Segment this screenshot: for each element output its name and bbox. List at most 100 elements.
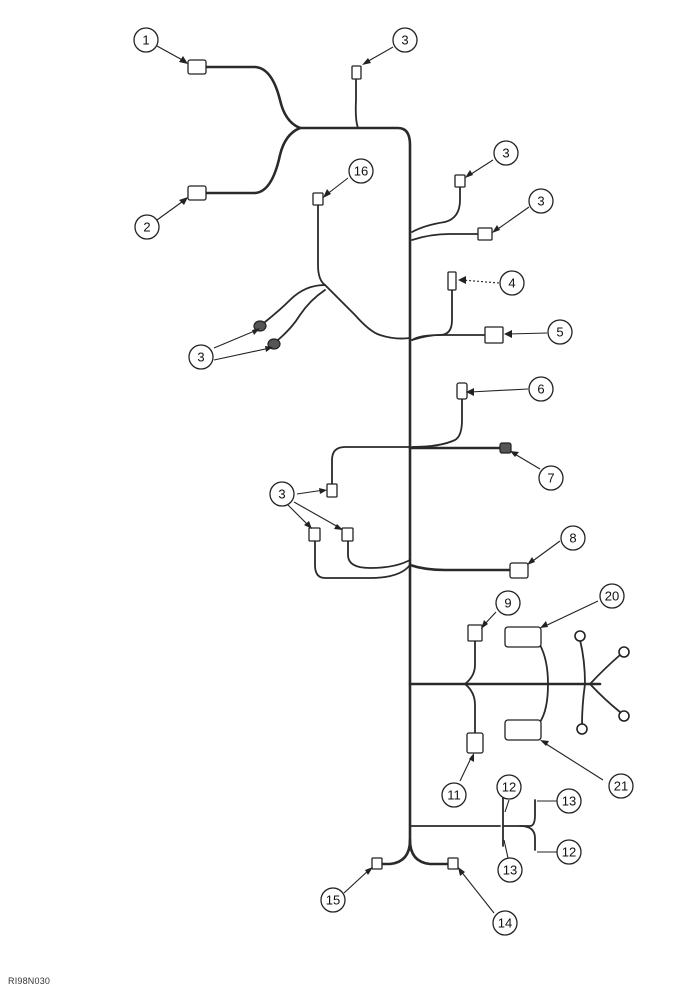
branch-to-connector-5 bbox=[411, 334, 486, 341]
callout-7: 7 bbox=[538, 465, 564, 491]
callout-3d-label: 3 bbox=[197, 350, 204, 365]
branch-to-connector-8 bbox=[408, 563, 512, 572]
ring-terminal-lower bbox=[576, 723, 588, 735]
leader-20-arrow bbox=[540, 621, 548, 628]
branch-to-connector-3-right-lower bbox=[411, 233, 479, 241]
callout-3b-label: 3 bbox=[502, 146, 509, 161]
branch-to-left-connector-3-upper bbox=[331, 446, 411, 487]
leader-21-arrow bbox=[540, 740, 549, 746]
callout-6: 6 bbox=[528, 376, 554, 402]
callout-1: 1 bbox=[133, 27, 159, 53]
callout-13a-label: 13 bbox=[562, 794, 576, 809]
leader-3d-upper bbox=[213, 329, 258, 349]
leader-20 bbox=[542, 600, 599, 628]
connector-3-top-shape bbox=[351, 65, 362, 80]
leader-16-arrow bbox=[323, 189, 331, 198]
leader-3b-arrow bbox=[465, 170, 473, 178]
leader-3e-mid-arrow bbox=[334, 524, 343, 530]
main-trunk-wire bbox=[298, 126, 412, 866]
callout-3c: 3 bbox=[528, 188, 554, 214]
connector-3-right-upper-shape bbox=[454, 174, 466, 188]
callout-4-label: 4 bbox=[508, 276, 515, 291]
branch-to-ring-terminal-lower bbox=[581, 683, 586, 726]
callout-12b-label: 12 bbox=[562, 845, 576, 860]
leader-3c-arrow bbox=[492, 225, 500, 233]
callout-21-label: 21 bbox=[614, 779, 628, 794]
callout-14-label: 14 bbox=[498, 916, 512, 931]
leader-16 bbox=[325, 177, 349, 196]
leader-6 bbox=[469, 388, 529, 393]
branch-to-left-connector-3-far bbox=[314, 539, 411, 579]
branch-to-connector-1 bbox=[203, 65, 302, 130]
connector-8-shape bbox=[509, 562, 529, 579]
branch-to-connector-20 bbox=[539, 644, 549, 685]
callout-12a: 12 bbox=[496, 774, 522, 800]
harness-wires bbox=[203, 65, 621, 866]
callout-5-label: 5 bbox=[556, 325, 563, 340]
branch-to-connector-21 bbox=[539, 683, 549, 723]
branch-to-connector-4 bbox=[411, 289, 453, 341]
leader-8 bbox=[529, 540, 561, 564]
ring-terminal-lower-right bbox=[618, 710, 630, 722]
callout-2: 2 bbox=[134, 214, 160, 240]
branch-to-ring-terminal-lower-right bbox=[589, 683, 621, 713]
callout-3a-label: 3 bbox=[401, 33, 408, 48]
leader-3d-lower-arrow bbox=[265, 346, 273, 352]
connector-1-shape bbox=[187, 59, 207, 75]
branch-to-connector-2 bbox=[203, 126, 302, 195]
callout-8: 8 bbox=[560, 525, 586, 551]
callout-13b: 13 bbox=[497, 857, 523, 883]
leader-4 bbox=[461, 279, 500, 284]
leader-11 bbox=[459, 755, 473, 782]
leader-3e-left-arrow bbox=[304, 521, 312, 529]
callout-11: 11 bbox=[441, 782, 467, 808]
leader-15 bbox=[343, 868, 371, 894]
callout-3e-label: 3 bbox=[278, 487, 285, 502]
callout-2-label: 2 bbox=[143, 220, 150, 235]
connector-3-left-lower-shape bbox=[267, 338, 281, 350]
leader-3a bbox=[364, 46, 394, 64]
callout-3d: 3 bbox=[188, 344, 214, 370]
callout-9: 9 bbox=[495, 590, 521, 616]
leader-3d-lower bbox=[213, 347, 271, 361]
branch-to-connector-16 bbox=[317, 204, 411, 340]
branch-to-left-connectors-3-lower bbox=[277, 289, 326, 341]
connector-3-left-upper-shape bbox=[253, 320, 267, 332]
leader-3c bbox=[494, 206, 530, 232]
ring-terminal-upper-right bbox=[618, 646, 630, 658]
branch-to-connector-11 bbox=[464, 683, 476, 736]
leader-7 bbox=[512, 452, 541, 470]
branch-to-left-connector-3-mid bbox=[347, 539, 411, 569]
connector-7-shape bbox=[499, 442, 512, 454]
connector-3-mid-left-shape bbox=[326, 483, 338, 498]
branch-to-connector-6 bbox=[411, 397, 463, 448]
callout-3a: 3 bbox=[392, 27, 418, 53]
leader-lines bbox=[156, 45, 604, 914]
leader-14-arrow bbox=[458, 867, 465, 876]
callout-16-label: 16 bbox=[354, 164, 368, 179]
connector-11-shape bbox=[466, 732, 484, 754]
connector-3-lower-mid-shape bbox=[341, 527, 354, 542]
branch-to-left-connectors-3 bbox=[264, 284, 326, 323]
leader-4-arrow bbox=[458, 276, 466, 284]
callout-12b: 12 bbox=[556, 839, 582, 865]
callout-13a: 13 bbox=[556, 788, 582, 814]
connector-16-shape bbox=[312, 192, 324, 206]
leader-9-arrow bbox=[481, 620, 488, 629]
callout-20: 20 bbox=[599, 583, 625, 609]
leader-5 bbox=[507, 332, 548, 335]
leader-3d-upper-arrow bbox=[252, 328, 260, 335]
branch-to-connector-3-right-upper bbox=[411, 185, 461, 233]
leader-15-arrow bbox=[365, 867, 373, 875]
branch-to-top-connector-3 bbox=[354, 79, 359, 129]
branch-to-connector-9 bbox=[464, 639, 476, 685]
callout-5: 5 bbox=[547, 319, 573, 345]
callout-7-label: 7 bbox=[547, 471, 554, 486]
leader-14 bbox=[459, 869, 495, 914]
branch-12-right bbox=[519, 825, 536, 851]
trunk-lower-right-wire bbox=[408, 838, 452, 866]
callout-8-label: 8 bbox=[569, 531, 576, 546]
callout-11-label: 11 bbox=[447, 788, 461, 803]
callout-3c-label: 3 bbox=[537, 194, 544, 209]
